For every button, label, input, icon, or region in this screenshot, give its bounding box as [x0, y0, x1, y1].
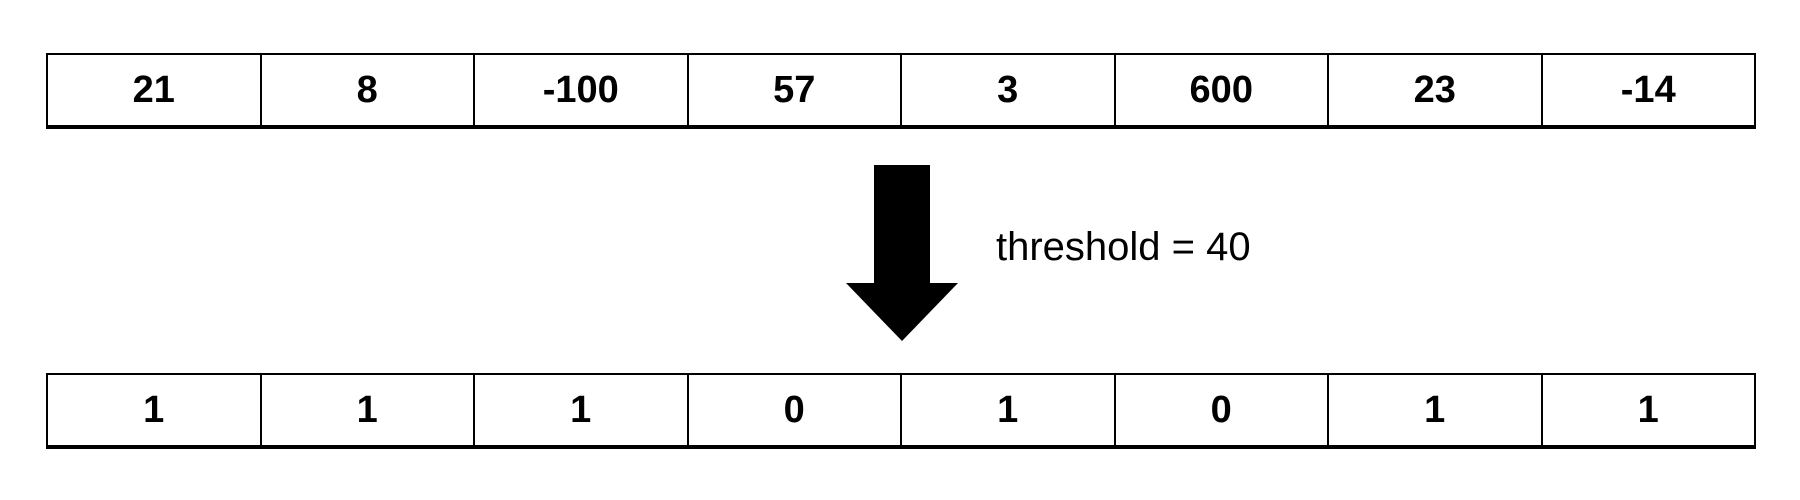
- input-cell: 57: [689, 55, 902, 125]
- input-cell: 600: [1116, 55, 1329, 125]
- input-cell: -100: [475, 55, 689, 125]
- input-array: 21 8 -100 57 3 600 23 -14: [46, 53, 1756, 129]
- output-cell: 1: [1329, 375, 1543, 445]
- output-cell: 1: [1637, 388, 1659, 431]
- output-cell: 1: [48, 375, 262, 445]
- output-cell: 1: [902, 375, 1116, 445]
- input-cell: -14: [1620, 68, 1676, 111]
- output-array: 1 1 1 0 1 0 1 1: [46, 373, 1756, 449]
- input-cell: 3: [902, 55, 1116, 125]
- input-cell: 8: [262, 55, 475, 125]
- output-cell: 0: [689, 375, 902, 445]
- output-cell: 1: [262, 375, 475, 445]
- down-arrow-icon: [846, 165, 958, 341]
- input-cell: 23: [1329, 55, 1543, 125]
- threshold-label: threshold = 40: [996, 225, 1251, 269]
- output-cell: 1: [475, 375, 689, 445]
- output-cell: 0: [1116, 375, 1329, 445]
- input-cell: 21: [48, 55, 262, 125]
